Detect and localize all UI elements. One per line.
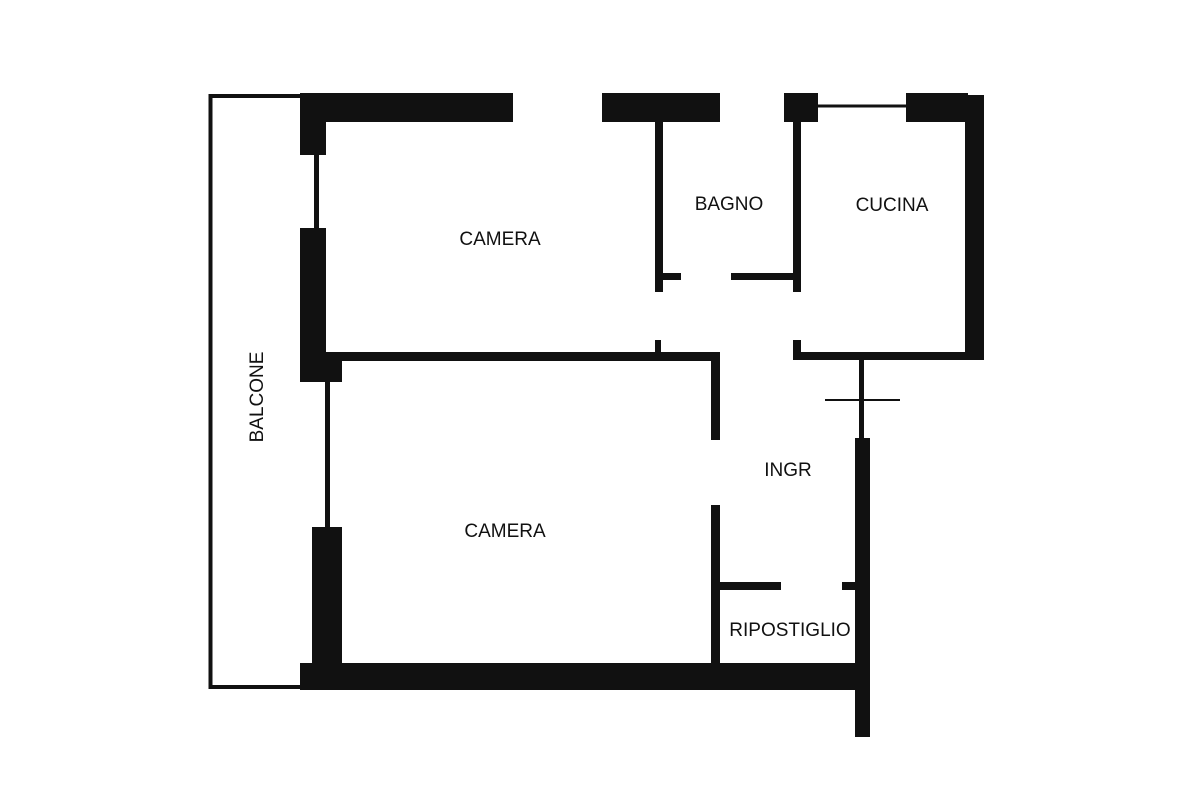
top-wall-right <box>906 93 968 122</box>
south-wall <box>300 663 870 690</box>
room-label-balcone: BALCONE <box>247 351 268 443</box>
room-label-bagno: BAGNO <box>694 194 764 215</box>
room-label-camera-top: CAMERA <box>459 229 541 250</box>
bagno-right-wall <box>793 122 801 292</box>
ripostiglio-stub-left <box>720 582 781 590</box>
divider-stub <box>655 340 661 354</box>
corner-block <box>300 93 326 155</box>
ingr-east-wall <box>855 438 870 737</box>
balcony-outline <box>208 94 300 689</box>
west-wall-thick-bottom <box>312 527 342 690</box>
right-wall <box>965 95 984 360</box>
bagno-right-stub <box>731 273 793 280</box>
ripostiglio-stub-right <box>842 582 855 590</box>
room-label-camera-bottom: CAMERA <box>464 521 546 542</box>
bagno-left-stub <box>663 273 681 280</box>
cucina-jamb <box>793 340 801 360</box>
room-label-ripostiglio: RIPOSTIGLIO <box>729 620 851 641</box>
top-wall-pier <box>784 93 818 122</box>
top-wall-mid <box>602 93 720 122</box>
ripostiglio-wall <box>711 505 720 663</box>
bagno-left-wall <box>655 122 663 292</box>
cucina-bottom-wall <box>793 352 984 360</box>
room-label-cucina: CUCINA <box>855 195 929 216</box>
west-wall-thin-bottom <box>325 382 330 529</box>
top-wall-left <box>300 93 513 122</box>
west-wall-thin-top <box>314 155 319 230</box>
camera-divider <box>326 352 720 361</box>
room-label-ingresso: INGR <box>764 460 812 481</box>
camera-door-jamb <box>711 352 720 440</box>
